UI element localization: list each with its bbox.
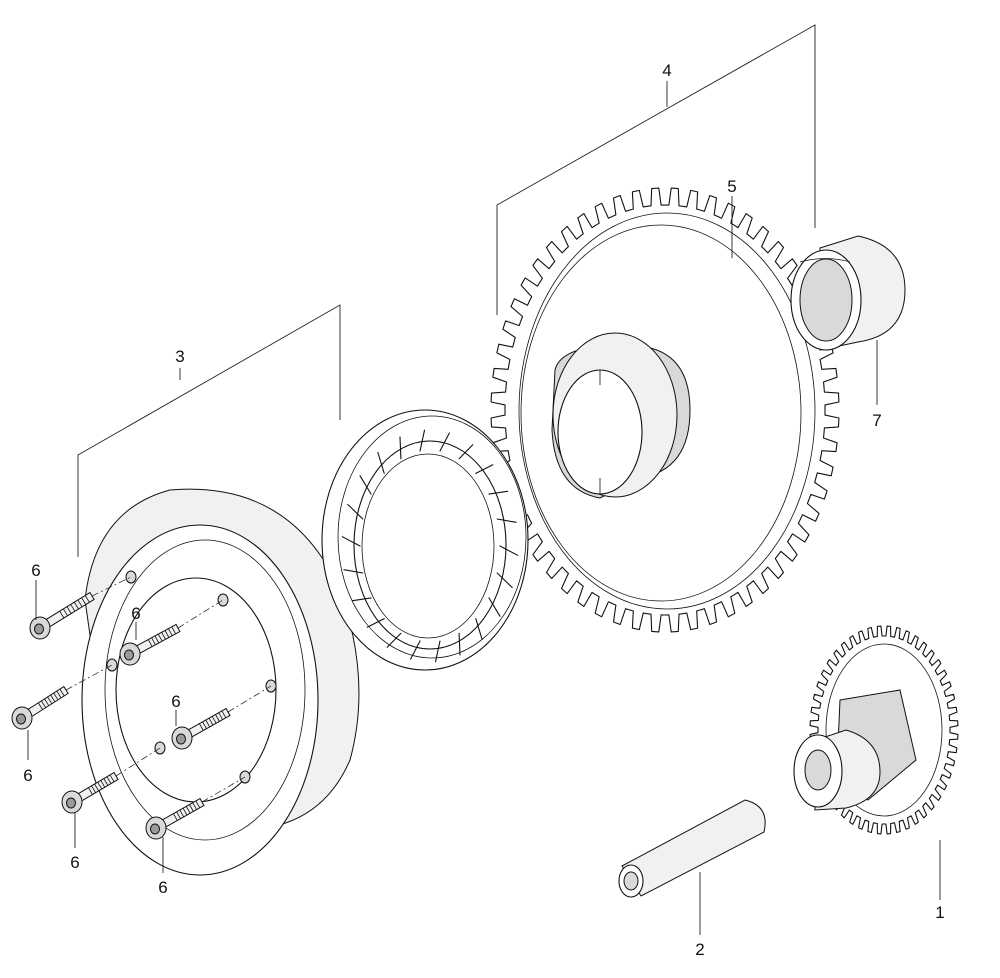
bolt (119, 599, 224, 666)
callout-labels: 1 2 3 4 5 7 6 6 6 6 6 6 (23, 61, 944, 959)
callout-6-a: 6 (31, 561, 40, 580)
large-gear (490, 187, 840, 633)
sprag (434, 640, 441, 663)
sprag (341, 536, 361, 547)
callout-5: 5 (727, 177, 736, 196)
bushing (790, 235, 906, 351)
sprag (439, 432, 450, 452)
bolts (11, 576, 272, 840)
sprag (343, 569, 364, 574)
callout-2: 2 (695, 940, 704, 959)
callout-1: 1 (935, 903, 944, 922)
callout-4: 4 (662, 61, 671, 80)
sprag (399, 436, 402, 460)
sprag (475, 618, 483, 641)
callout-6-d: 6 (23, 766, 32, 785)
sprag (458, 444, 474, 460)
leader-lines (27, 24, 941, 935)
bolt (171, 685, 272, 750)
callout-6-c: 6 (171, 692, 180, 711)
sprag (351, 597, 372, 602)
sprag (359, 475, 372, 495)
sprag (366, 618, 385, 628)
sprag (499, 545, 519, 556)
sprag (419, 429, 426, 452)
callout-6-b: 6 (131, 604, 140, 623)
sprag (475, 464, 494, 474)
sprag-elements (341, 429, 519, 663)
sprag (488, 597, 501, 617)
bolt (61, 747, 161, 814)
callout-3: 3 (175, 347, 184, 366)
bolt (11, 664, 113, 730)
bolt (145, 776, 246, 840)
sprag (386, 632, 402, 648)
sprag (347, 503, 364, 520)
callout-7: 7 (872, 411, 881, 430)
sprag (377, 451, 385, 474)
flywheel-drum (81, 488, 360, 876)
pin (618, 799, 766, 898)
sprag (488, 490, 509, 495)
callout-6-f: 6 (158, 878, 167, 897)
sprag (458, 632, 461, 656)
clutch-ring (321, 409, 529, 671)
bolt (29, 576, 132, 640)
small-gear (793, 625, 959, 835)
sprag (496, 572, 513, 589)
callout-6-e: 6 (70, 853, 79, 872)
sprag (410, 640, 421, 660)
sprag (496, 518, 517, 523)
